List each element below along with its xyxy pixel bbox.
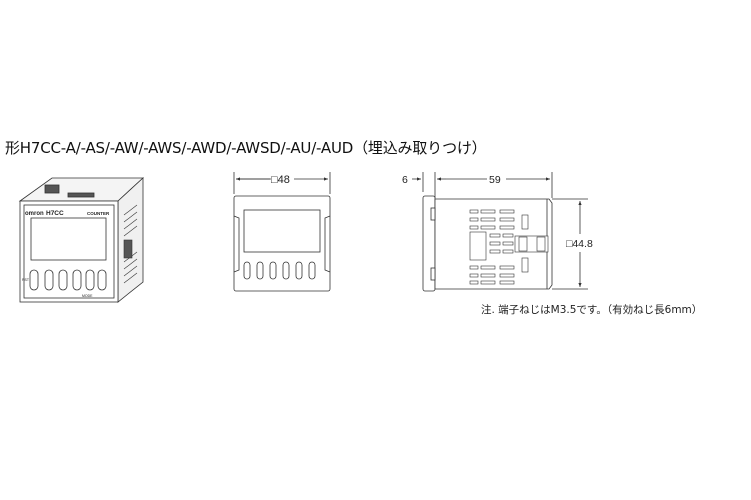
reset-label: RST (22, 278, 30, 282)
drawing-title: 形H7CC-A/-AS/-AW/-AWS/-AWD/-AWSD/-AU/-AUD… (5, 139, 487, 157)
front-width-dimension: □48 (271, 174, 290, 186)
model-label: H7CC (46, 210, 64, 217)
brand-logo: omron (25, 211, 44, 217)
front-view (233, 172, 331, 292)
body-height-dimension: □44.8 (566, 238, 593, 250)
terminal-screw-note: 注. 端子ねじはM3.5です。（有効ねじ長6mm） (481, 304, 703, 316)
perspective-view (18, 177, 145, 303)
side-view (412, 172, 588, 292)
mode-label: MODE (82, 294, 93, 298)
bezel-depth-dimension: 6 (402, 174, 408, 186)
counter-label: COUNTER (87, 211, 110, 216)
body-depth-dimension: 59 (489, 174, 501, 186)
